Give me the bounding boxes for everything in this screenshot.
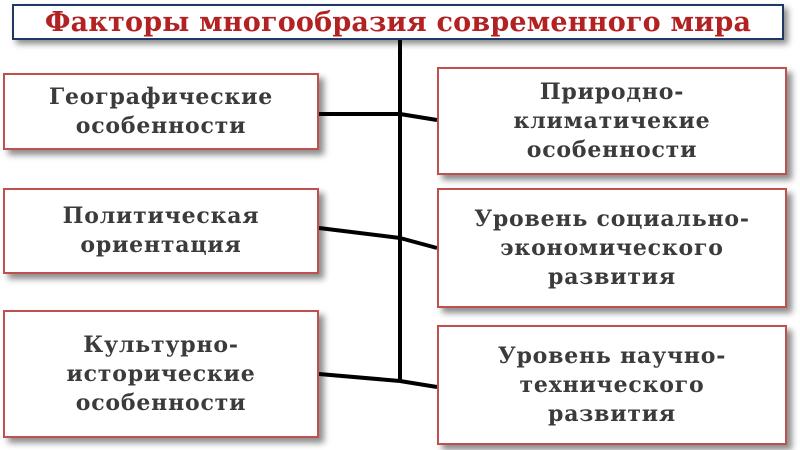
factor-label: Уровень социально- экономического развит…: [474, 205, 750, 290]
factor-label: Политическая ориентация: [62, 203, 260, 258]
connector-left-3: [318, 372, 401, 383]
factor-box-socio-economic: Уровень социально- экономического развит…: [437, 188, 787, 308]
factor-label: Географические особенности: [48, 83, 274, 139]
factor-label: Природно- климатичекие особенности: [513, 78, 711, 163]
diagram-title: Факторы многообразия современного мира: [44, 6, 752, 38]
connector-right-1: [399, 112, 438, 122]
factor-box-natural-climatic: Природно- климатичекие особенности: [437, 67, 787, 175]
factor-box-geographic: Географические особенности: [3, 73, 319, 150]
connector-right-2: [399, 236, 438, 250]
title-box: Факторы многообразия современного мира: [12, 4, 784, 40]
factor-label: Культурно- исторические особенности: [66, 331, 256, 416]
factor-box-scientific-technical: Уровень научно- технического развития: [437, 325, 787, 445]
connector-left-2: [318, 226, 401, 240]
connector-right-3: [399, 379, 438, 389]
factor-box-political: Политическая ориентация: [3, 188, 319, 274]
factor-label: Уровень научно- технического развития: [497, 342, 727, 427]
factor-box-cultural: Культурно- исторические особенности: [3, 310, 319, 438]
